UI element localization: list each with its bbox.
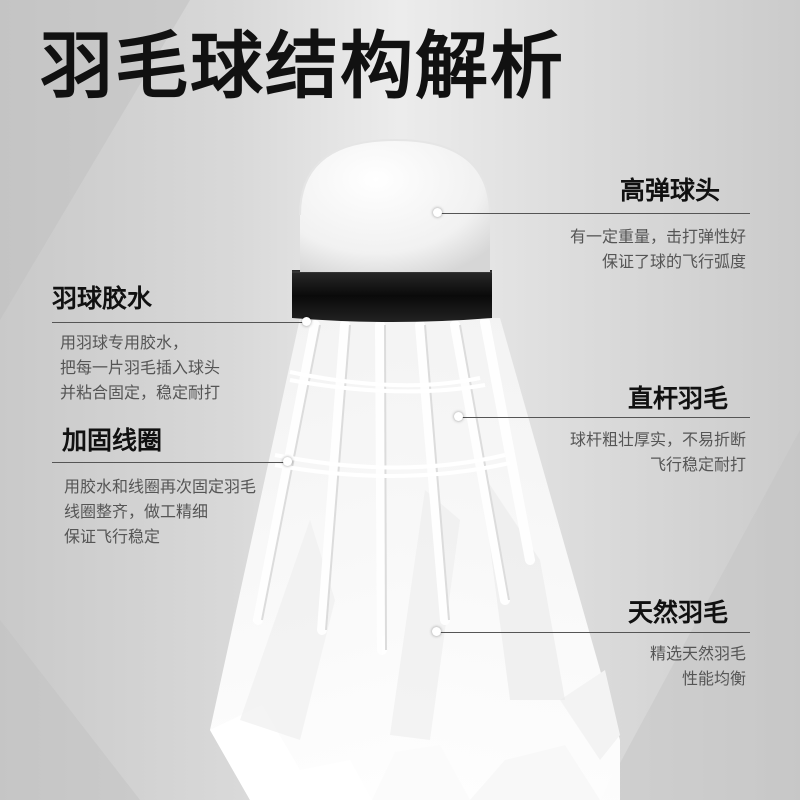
desc-head-line-1: 有一定重量，击打弹性好 [569, 227, 746, 246]
desc-glue: 用羽球专用胶水， 把每一片羽毛插入球头 并粘合固定，稳定耐打 [60, 330, 220, 405]
label-shaft: 直杆羽毛 [628, 384, 729, 413]
thread-rings [274, 370, 511, 478]
glue-marker [302, 317, 311, 326]
desc-feather: 精选天然羽毛 性能均衡 [650, 641, 746, 691]
head-leader-line [440, 213, 750, 214]
desc-head: 有一定重量，击打弹性好 保证了球的飞行弧度 [570, 224, 746, 274]
shaft-marker [454, 412, 463, 421]
feather-shafts [253, 317, 535, 655]
head-marker [433, 208, 442, 217]
desc-feather-line-1: 精选天然羽毛 [649, 644, 746, 663]
desc-shaft-line-1: 球杆粗壮厚实，不易折断 [569, 430, 746, 449]
desc-thread: 用胶水和线圈再次固定羽毛 线圈整齐，做工精细 保证飞行稳定 [64, 474, 256, 549]
desc-shaft-line-2: 飞行稳定耐打 [649, 455, 746, 474]
desc-head-line-2: 保证了球的飞行弧度 [601, 252, 746, 271]
desc-glue-line-1: 用羽球专用胶水， [60, 333, 189, 352]
label-feather: 天然羽毛 [628, 598, 729, 627]
thread-marker [283, 457, 292, 466]
feather-skirt [210, 318, 620, 800]
feather-leader-line [438, 632, 750, 633]
desc-shaft: 球杆粗壮厚实，不易折断 飞行稳定耐打 [570, 427, 746, 477]
desc-thread-line-3: 保证飞行稳定 [64, 527, 161, 546]
thread-leader-line [52, 462, 288, 463]
label-thread: 加固线圈 [62, 426, 163, 455]
cork-head [300, 140, 490, 272]
page-title: 羽毛球结构解析 [40, 24, 565, 109]
glue-leader-line [52, 322, 310, 323]
label-head: 高弹球头 [620, 176, 721, 205]
black-band [292, 270, 492, 322]
shaft-leader-line [460, 417, 750, 418]
feather-marker [432, 627, 441, 636]
desc-thread-line-2: 线圈整齐，做工精细 [64, 502, 209, 521]
desc-glue-line-3: 并粘合固定，稳定耐打 [60, 383, 221, 402]
desc-feather-line-2: 性能均衡 [681, 669, 746, 688]
desc-glue-line-2: 把每一片羽毛插入球头 [60, 358, 221, 377]
desc-thread-line-1: 用胶水和线圈再次固定羽毛 [64, 477, 257, 496]
label-glue: 羽球胶水 [52, 284, 153, 313]
